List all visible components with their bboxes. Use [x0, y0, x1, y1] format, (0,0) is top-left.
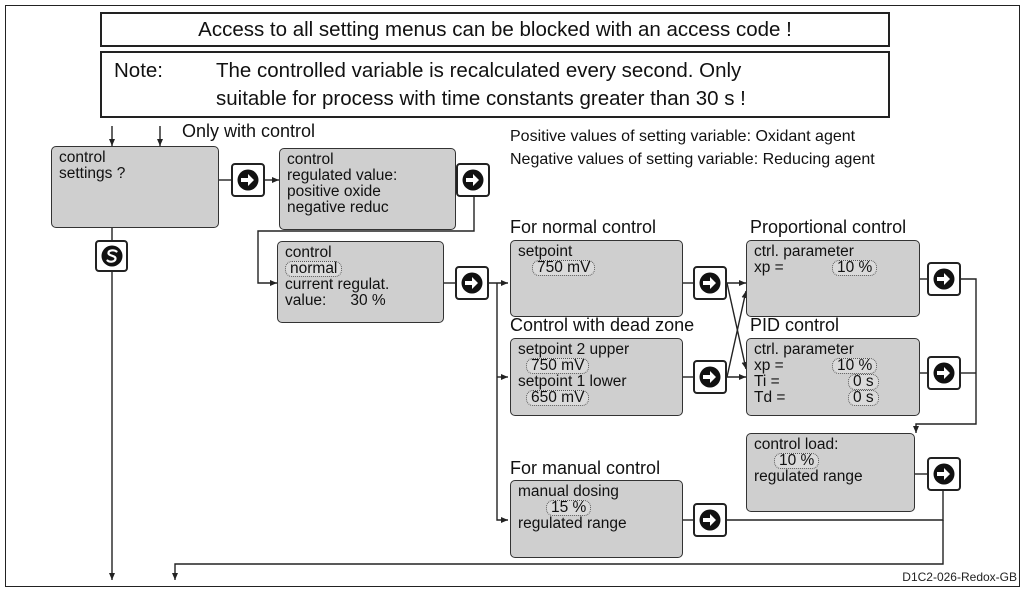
- box-line: positive oxide: [287, 183, 381, 200]
- normal-control-heading: For normal control: [510, 217, 657, 237]
- box-line: regulated range: [754, 468, 863, 485]
- pid-control-heading: PID control: [750, 315, 840, 335]
- escape-s-icon: [101, 245, 122, 267]
- diagram-frame: [5, 5, 1020, 587]
- control-load-menu: control load: 10 % regulated range: [746, 433, 915, 512]
- box-line: manual dosing: [518, 483, 619, 500]
- note-line-2: suitable for process with time constants…: [216, 87, 746, 110]
- access-code-banner: Access to all setting menus can be block…: [100, 12, 890, 47]
- manual-dosing-value[interactable]: 15 %: [546, 500, 592, 516]
- box-line: ctrl. parameter: [754, 341, 854, 358]
- dead-zone-heading: Control with dead zone: [510, 315, 695, 335]
- proportional-parameter-menu: ctrl. parameter xp = 10 %: [746, 240, 920, 317]
- xp-label: xp =: [754, 259, 784, 276]
- setpoint-lower-value[interactable]: 650 mV: [526, 390, 590, 406]
- legend-positive: Positive values of setting variable: Oxi…: [510, 127, 855, 147]
- dead-zone-setpoint-menu: setpoint 2 upper 750 mV setpoint 1 lower…: [510, 338, 683, 416]
- box-line: control: [285, 244, 332, 261]
- enter-arrow-icon: [699, 509, 721, 531]
- note-line-1: The controlled variable is recalculated …: [216, 59, 742, 82]
- enter-button[interactable]: [456, 163, 490, 197]
- box-line: setpoint 1 lower: [518, 373, 627, 390]
- control-settings-menu: control settings ?: [51, 146, 219, 228]
- enter-button[interactable]: [693, 266, 727, 300]
- enter-button[interactable]: [693, 503, 727, 537]
- td-value[interactable]: 0 s: [848, 390, 879, 406]
- box-line: ctrl. parameter: [754, 243, 854, 260]
- box-line: regulated range: [518, 515, 627, 532]
- enter-arrow-icon: [699, 366, 721, 388]
- ti-label: Ti =: [754, 373, 780, 390]
- legend-positive-value: Oxidant agent: [755, 128, 856, 145]
- only-with-control-label: Only with control: [182, 121, 316, 141]
- legend-positive-label: Positive values of setting variable:: [510, 128, 752, 145]
- enter-arrow-icon: [699, 272, 721, 294]
- enter-button[interactable]: [927, 356, 961, 390]
- setpoint-upper-value[interactable]: 750 mV: [526, 358, 590, 374]
- proportional-control-heading: Proportional control: [750, 217, 907, 237]
- regulated-value-menu: control regulated value: positive oxide …: [279, 148, 456, 230]
- manual-control-heading: For manual control: [510, 458, 661, 478]
- access-code-text: Access to all setting menus can be block…: [198, 18, 792, 41]
- td-label: Td =: [754, 389, 786, 406]
- value-label: value:: [285, 292, 327, 309]
- enter-button[interactable]: [927, 457, 961, 491]
- box-line: control: [287, 151, 334, 168]
- enter-button[interactable]: [455, 266, 489, 300]
- setpoint-value[interactable]: 750 mV: [532, 260, 596, 276]
- box-line: setpoint 2 upper: [518, 341, 630, 358]
- enter-arrow-icon: [933, 463, 955, 485]
- drawing-code: D1C2-026-Redox-GB: [902, 570, 1017, 584]
- box-line: setpoint: [518, 243, 573, 260]
- enter-button[interactable]: [693, 360, 727, 394]
- enter-arrow-icon: [933, 268, 955, 290]
- manual-dosing-menu: manual dosing 15 % regulated range: [510, 480, 683, 558]
- legend-negative-label: Negative values of setting variable:: [510, 151, 759, 168]
- legend-negative-value: Reducing agent: [762, 151, 875, 168]
- enter-arrow-icon: [237, 169, 259, 191]
- box-line: regulated value:: [287, 167, 398, 184]
- escape-button[interactable]: [95, 240, 128, 272]
- box-line: settings ?: [59, 165, 126, 182]
- ti-value[interactable]: 0 s: [848, 374, 879, 390]
- box-line: negative reduc: [287, 199, 389, 216]
- enter-button[interactable]: [231, 163, 265, 197]
- xp-label: xp =: [754, 357, 784, 374]
- box-line: current regulat.: [285, 276, 390, 293]
- note-banner: Note: The controlled variable is recalcu…: [100, 51, 890, 118]
- control-load-value[interactable]: 10 %: [774, 453, 820, 469]
- legend-negative: Negative values of setting variable: Red…: [510, 150, 875, 170]
- enter-arrow-icon: [933, 362, 955, 384]
- enter-arrow-icon: [462, 169, 484, 191]
- note-label: Note:: [114, 59, 163, 82]
- current-regulation-value: 30 %: [350, 292, 386, 309]
- enter-arrow-icon: [461, 272, 483, 294]
- control-mode-menu: control normal current regulat. value: 30…: [277, 241, 444, 323]
- enter-button[interactable]: [927, 262, 961, 296]
- box-line: control: [59, 149, 106, 166]
- pid-xp-value[interactable]: 10 %: [832, 358, 878, 374]
- xp-value[interactable]: 10 %: [832, 260, 878, 276]
- box-line: control load:: [754, 436, 839, 453]
- normal-setpoint-menu: setpoint 750 mV: [510, 240, 683, 317]
- mode-value[interactable]: normal: [285, 261, 343, 277]
- pid-parameter-menu: ctrl. parameter xp = 10 % Ti = 0 s Td = 0 s: [746, 338, 920, 416]
